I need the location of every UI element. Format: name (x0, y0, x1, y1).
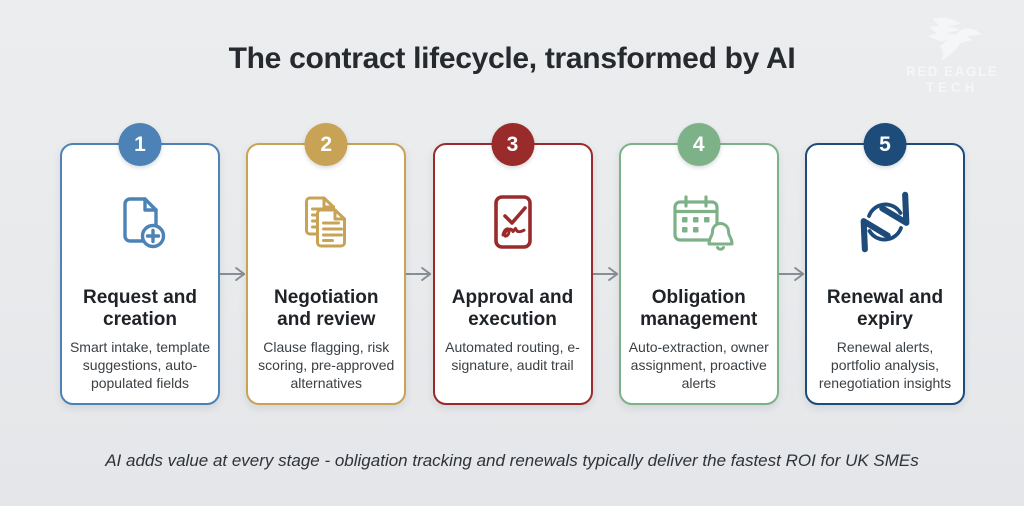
stage-title: Negotiation and review (274, 287, 379, 330)
stage-card-negotiation-review: 2 Negotiation and review Clause flagging… (246, 123, 407, 405)
flow-arrow-icon (778, 143, 805, 405)
stage-description: Smart intake, template suggestions, auto… (69, 339, 211, 392)
page-title: The contract lifecycle, transformed by A… (228, 42, 796, 75)
calendar-bell-icon (663, 185, 735, 259)
stage-title: Approval and execution (451, 287, 574, 330)
stage-title: Obligation management (640, 287, 758, 330)
stage-card-approval-execution: 3 Approval and execution Automated routi… (432, 123, 593, 405)
signature-check-icon (478, 185, 548, 259)
stage-number-badge: 4 (677, 123, 721, 166)
footnote-text: AI adds value at every stage - obligatio… (105, 451, 919, 470)
stage-number-badge: 5 (863, 123, 907, 166)
brand-name: RED EAGLE (905, 64, 999, 79)
stage-number-badge: 2 (304, 123, 348, 166)
lifecycle-stages-row: 1 Request and creation Smart intake, tem… (60, 123, 965, 405)
stage-number-badge: 3 (491, 123, 534, 166)
eagle-icon (927, 17, 982, 62)
document-add-icon (105, 185, 175, 259)
stage-description: Automated routing, e-signature, audit tr… (445, 339, 580, 374)
flow-arrow-icon (406, 143, 432, 405)
flow-arrow-icon (220, 143, 246, 405)
renewal-cycle-icon (850, 185, 920, 259)
stage-number-badge: 1 (118, 123, 162, 166)
flow-arrow-icon (592, 143, 619, 405)
stage-description: Clause flagging, risk scoring, pre-appro… (258, 339, 395, 392)
stage-card-request-creation: 1 Request and creation Smart intake, tem… (60, 123, 220, 405)
stage-card-obligation-management: 4 Obligation management Auto-extraction, (618, 123, 779, 405)
stage-title: Request and creation (82, 287, 198, 330)
stage-description: Auto-extraction, owner assignment, proac… (628, 339, 769, 392)
documents-stack-icon (291, 185, 361, 259)
brand-logo: RED EAGLE TECH (896, 16, 1008, 96)
stage-description: Renewal alerts, portfolio analysis, rene… (818, 339, 952, 392)
stage-card-renewal-expiry: 5 Renewal and expiry Renewal alerts, por… (805, 123, 965, 405)
brand-name-line2: TECH (925, 80, 979, 96)
stage-title: Renewal and expiry (826, 287, 944, 330)
